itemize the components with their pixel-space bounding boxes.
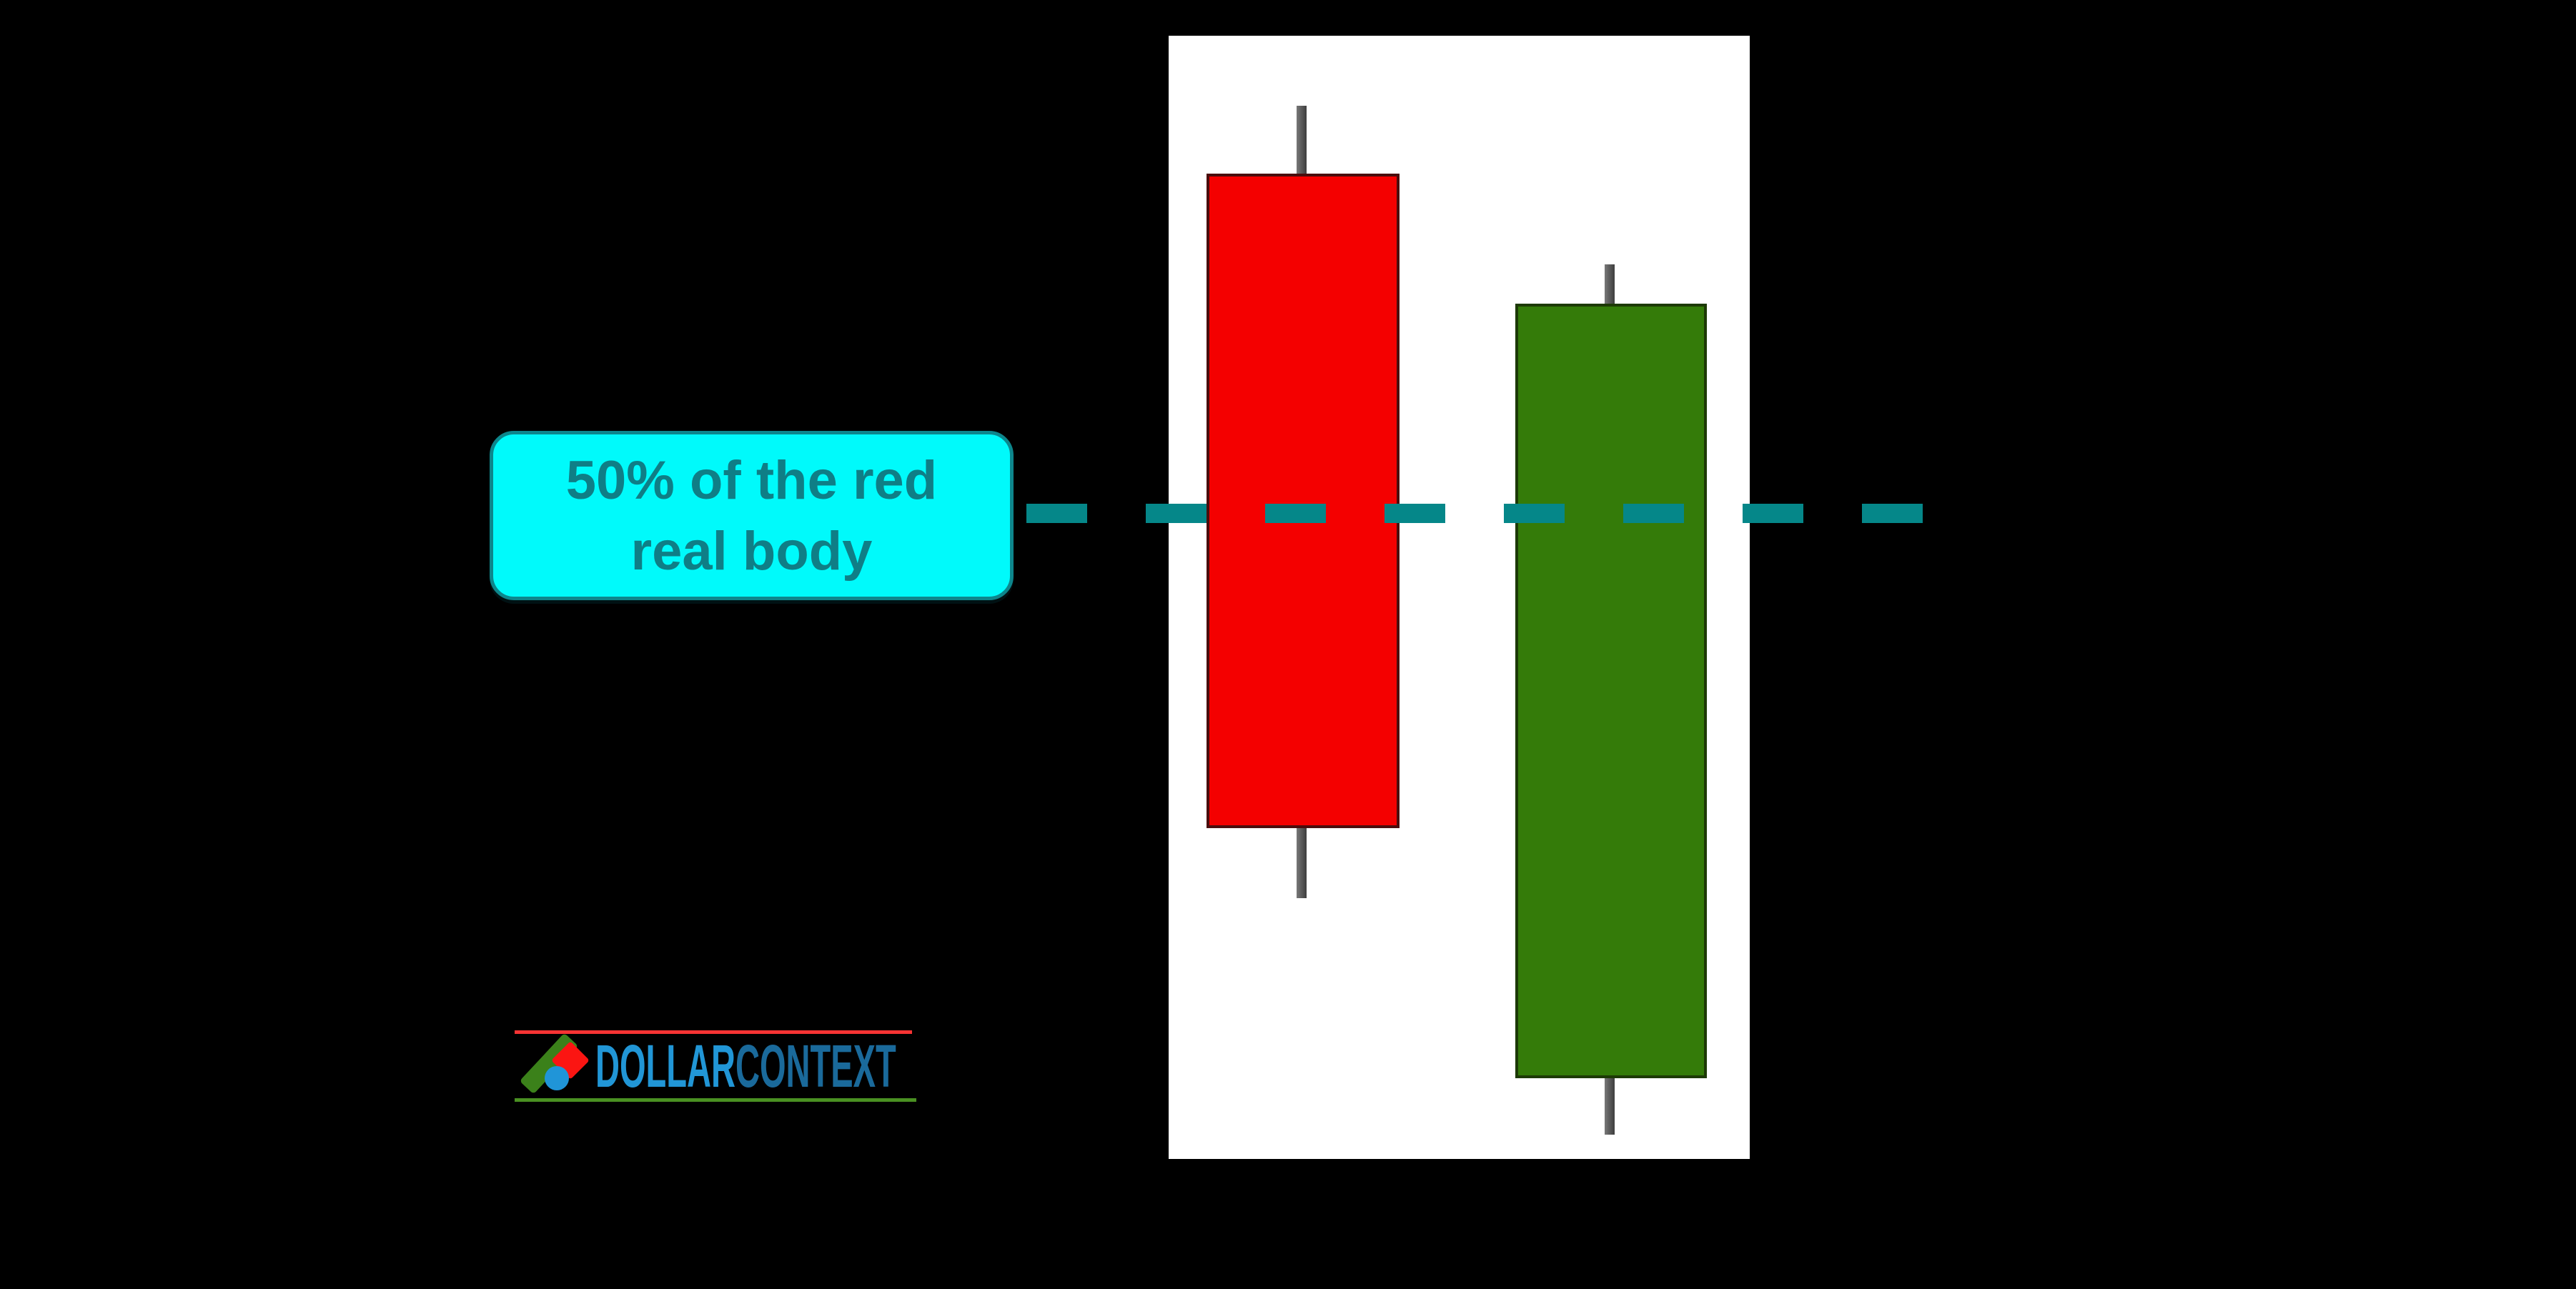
- logo-bottom-rule: [515, 1098, 916, 1102]
- red-candle-body: [1207, 174, 1400, 828]
- green-candle-lower-wick: [1605, 1075, 1615, 1135]
- green-candle-body: [1515, 304, 1707, 1078]
- logo-blue-dot-icon: [545, 1066, 569, 1090]
- logo-word-context: CONTEXT: [735, 1032, 896, 1100]
- logo-word-dollar: DOLLAR: [595, 1032, 735, 1100]
- annotation-text-line2: real body: [630, 520, 873, 582]
- annotation-text-line1: 50% of the red: [565, 449, 938, 511]
- logo-top-rule: [515, 1030, 912, 1034]
- red-candle-upper-wick: [1297, 106, 1307, 176]
- logo-wordmark: DOLLARCONTEXT: [595, 1032, 896, 1100]
- dollarcontext-logo: DOLLARCONTEXT: [515, 1026, 916, 1105]
- green-candle-upper-wick: [1605, 264, 1615, 307]
- red-candle-lower-wick: [1297, 825, 1307, 898]
- annotation-callout: 50% of the red real body: [490, 431, 1014, 600]
- fifty-percent-dashed-line: [1026, 504, 1928, 523]
